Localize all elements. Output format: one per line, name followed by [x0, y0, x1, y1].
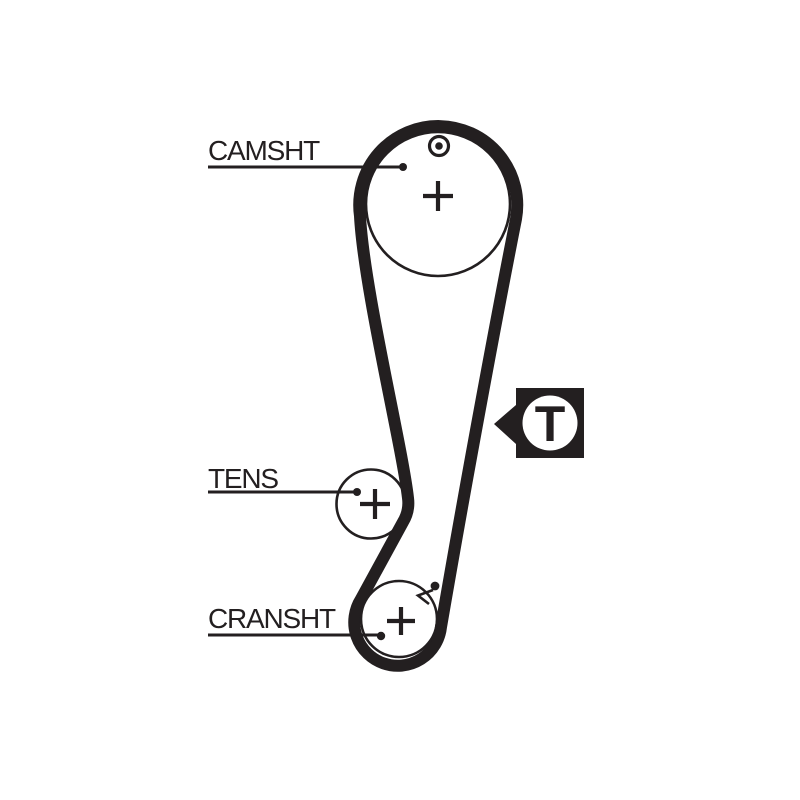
- camshaft-leader-dot: [399, 163, 407, 171]
- crankshaft-center-cross-icon: [387, 607, 415, 635]
- diagram-line-work: [208, 120, 524, 672]
- crankshaft-pulley: [359, 579, 439, 659]
- tensioner-label: TENS: [208, 463, 278, 494]
- crankshaft-label: CRANSHT: [208, 603, 336, 634]
- crankshaft-leader-dot: [376, 631, 386, 641]
- timing-belt-path: [348, 120, 524, 672]
- camshaft-pulley: [364, 130, 512, 278]
- tensioner-pulley: [335, 468, 407, 540]
- camshaft-center-cross-icon: [423, 181, 453, 211]
- diagram-solid-work: CAMSHT TENS CRANSHT: [208, 135, 584, 641]
- crankshaft-notch-icon: [415, 588, 434, 606]
- tension-marker-pointer-icon: [494, 405, 516, 444]
- tensioner-center-cross-icon: [360, 489, 390, 519]
- camshaft-label: CAMSHT: [208, 135, 320, 166]
- camshaft-timing-dot-icon: [435, 142, 443, 150]
- tension-marker-letter: T: [535, 396, 566, 452]
- camshaft-timing-ring-icon: [427, 134, 451, 158]
- crankshaft-timing-dot-icon: [430, 581, 440, 591]
- tension-marker-circle: [522, 395, 578, 451]
- tensioner-leader-dot: [353, 488, 361, 496]
